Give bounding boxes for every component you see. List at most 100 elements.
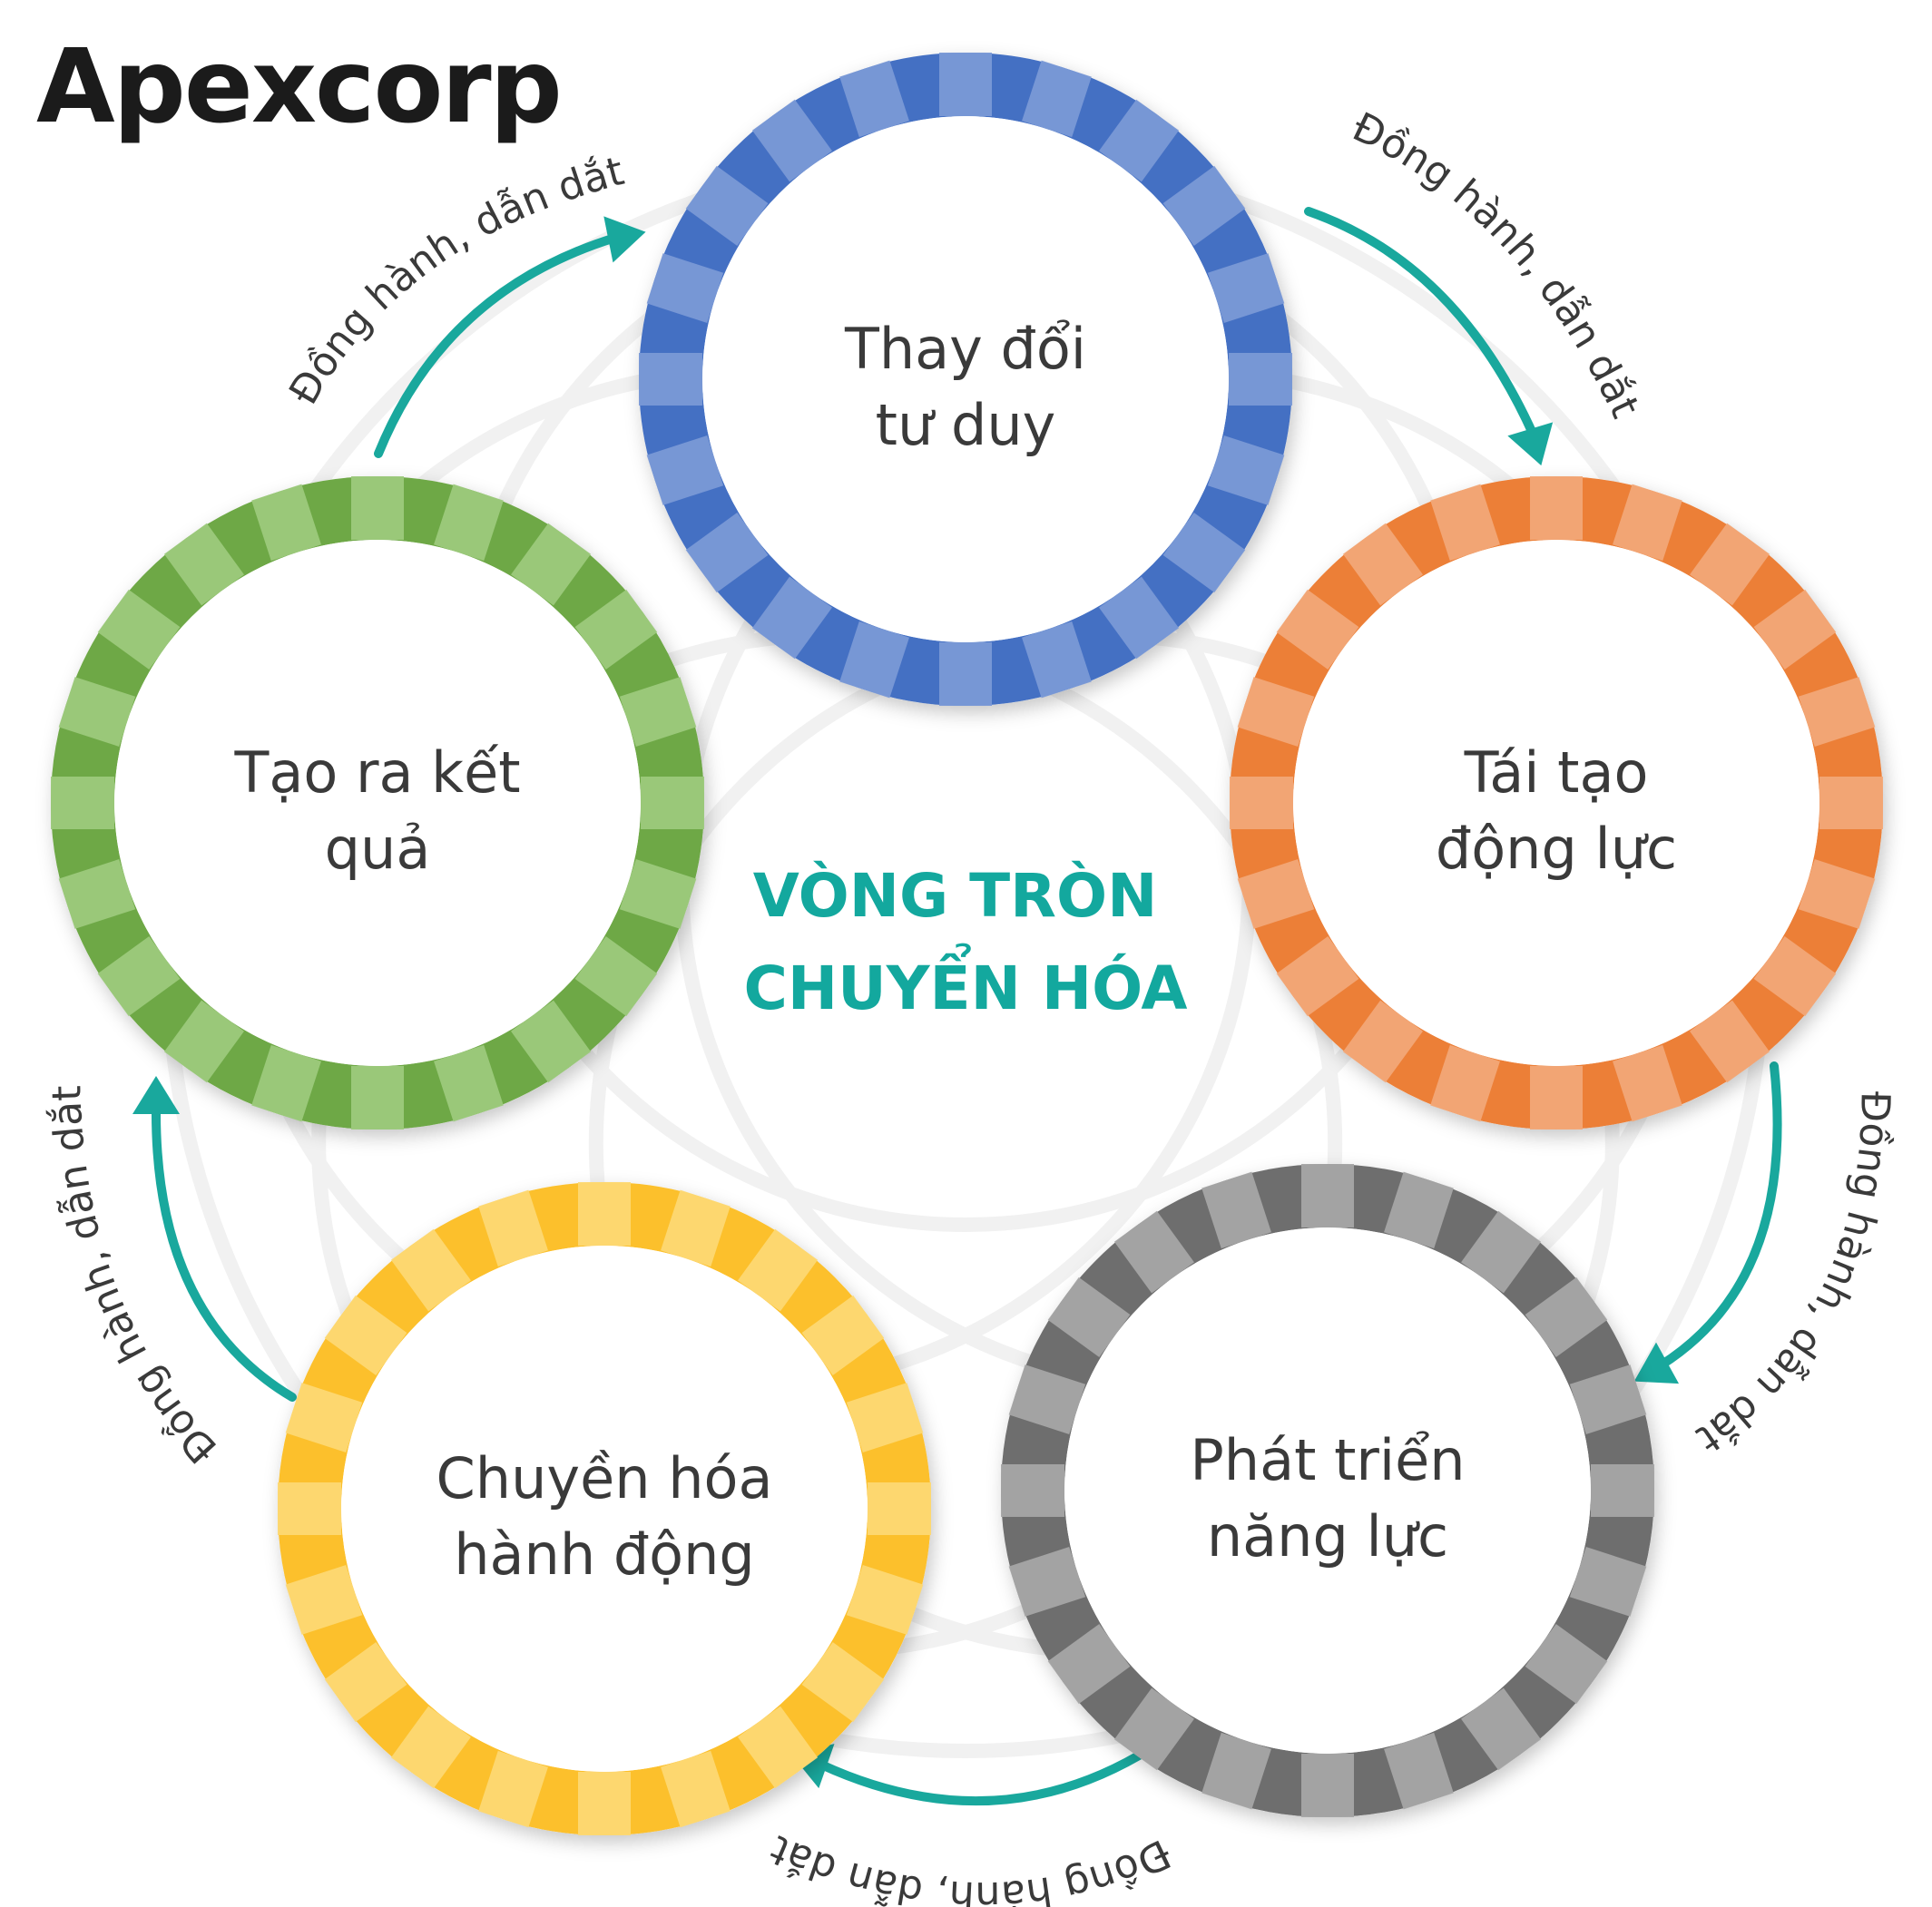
stage-label: Thay đổi tư duy xyxy=(844,316,1086,458)
ring-segment xyxy=(1591,1464,1654,1517)
ring-segment xyxy=(619,859,697,929)
connector-label: Đồng hành, dẫn dắt xyxy=(1688,1090,1898,1462)
ring-segment xyxy=(1022,621,1092,699)
ring-segment xyxy=(1613,484,1682,562)
stage-ring: Thay đổi tư duy xyxy=(639,53,1292,706)
ring-segment xyxy=(939,642,992,706)
ring-segment xyxy=(510,1000,592,1083)
ring-center xyxy=(1064,1227,1591,1754)
connector-curve xyxy=(151,1102,297,1402)
connector-label: Đồng hành, dẫn dắt xyxy=(764,1826,1178,1907)
ring-segment xyxy=(1342,1000,1424,1083)
ring-segment xyxy=(1201,1732,1271,1810)
ring-segment xyxy=(1530,476,1583,540)
ring-segment xyxy=(478,1189,548,1267)
ring-segment xyxy=(1384,1732,1454,1810)
ring-segment xyxy=(251,1044,321,1122)
ring-segment xyxy=(1530,1066,1583,1130)
center-title-line1: VÒNG TRÒN xyxy=(753,861,1158,931)
ring-segment xyxy=(1301,1164,1354,1227)
connector: Đồng hành, dẫn dắt xyxy=(1633,1061,1898,1462)
ring-segment xyxy=(641,777,704,829)
ring-segment xyxy=(1798,859,1876,929)
ring-segment xyxy=(1201,1171,1271,1249)
ring-segment xyxy=(97,935,181,1017)
ring-segment xyxy=(1113,1210,1195,1294)
brand-logo: Apexcorp xyxy=(36,28,563,146)
ring-segment xyxy=(578,1772,631,1835)
ring-segment xyxy=(58,859,136,929)
ring-segment xyxy=(939,53,992,116)
ring-center xyxy=(341,1246,868,1772)
ring-segment xyxy=(846,1383,924,1452)
stage-label-line2: động lực xyxy=(1436,816,1677,882)
ring-segment xyxy=(58,677,136,747)
ring-segment xyxy=(639,353,702,406)
connector: Đồng hành, dẫn dắt xyxy=(1304,103,1649,466)
ring-segment xyxy=(1047,1623,1131,1705)
stage-label: Chuyền hóa hành động xyxy=(436,1445,773,1588)
stage-label-line1: Thay đổi xyxy=(844,316,1086,382)
ring-segment xyxy=(846,1565,924,1635)
ring-segment xyxy=(390,1228,472,1312)
ring-segment xyxy=(574,935,658,1017)
arrow-head-icon xyxy=(1633,1342,1680,1384)
ring-segment xyxy=(1569,1364,1647,1434)
ring-segment xyxy=(251,484,321,562)
ring-segment xyxy=(1207,253,1285,323)
ring-segment xyxy=(751,99,833,182)
ring-segment xyxy=(578,1182,631,1246)
ring-segment xyxy=(619,677,697,747)
ring-center xyxy=(702,116,1229,642)
connector-curve xyxy=(374,233,620,458)
connector-label: Đồng hành, dẫn dắt xyxy=(44,1085,226,1472)
ring-segment xyxy=(1819,777,1883,829)
center-title-line2: CHUYỂN HÓA xyxy=(743,943,1187,1023)
ring-segment xyxy=(1008,1364,1086,1434)
ring-segment xyxy=(1798,677,1876,747)
ring-segment xyxy=(478,1750,548,1828)
stage-label-line1: Tạo ra kết xyxy=(233,739,520,806)
connector-curve xyxy=(1304,207,1538,440)
ring-segment xyxy=(163,523,245,606)
connector-label-text: Đồng hành, dẫn dắt xyxy=(764,1826,1178,1907)
ring-segment xyxy=(1237,859,1315,929)
ring-center xyxy=(1293,540,1819,1066)
stage-label-line1: Chuyền hóa xyxy=(436,1445,773,1511)
connector-label: Đồng hành, dẫn dắt xyxy=(1346,103,1649,425)
stage-label-line2: tư duy xyxy=(876,392,1056,458)
ring-segment xyxy=(163,1000,245,1083)
ring-segment xyxy=(839,621,909,699)
ring-segment xyxy=(685,512,769,593)
ring-segment xyxy=(1162,165,1246,247)
ring-segment xyxy=(1098,99,1180,182)
arrow-head-icon xyxy=(132,1076,180,1114)
ring-segment xyxy=(1113,1687,1195,1771)
ring-segment xyxy=(97,589,181,670)
connector-curve xyxy=(1656,1061,1782,1370)
connector-curve xyxy=(817,1751,1143,1806)
ring-segment xyxy=(285,1565,363,1635)
ring-segment xyxy=(737,1706,819,1789)
stage-label-line1: Phát triển xyxy=(1190,1427,1465,1493)
ring-segment xyxy=(685,165,769,247)
ring-segment xyxy=(801,1295,885,1376)
ring-segment xyxy=(1022,60,1092,138)
stage-label-line2: hành động xyxy=(454,1521,755,1588)
connector-label-text: Đồng hành, dẫn dắt xyxy=(44,1085,226,1472)
connector-label-text: Đồng hành, dẫn dắt xyxy=(1688,1090,1898,1462)
ring-segment xyxy=(1689,1000,1770,1083)
ring-segment xyxy=(1525,1623,1608,1705)
ring-segment xyxy=(1162,512,1246,593)
ring-segment xyxy=(434,484,504,562)
ring-segment xyxy=(1569,1547,1647,1617)
ring-segment xyxy=(751,576,833,660)
ring-segment xyxy=(1689,523,1770,606)
ring-segment xyxy=(737,1228,819,1312)
ring-segment xyxy=(646,253,724,323)
